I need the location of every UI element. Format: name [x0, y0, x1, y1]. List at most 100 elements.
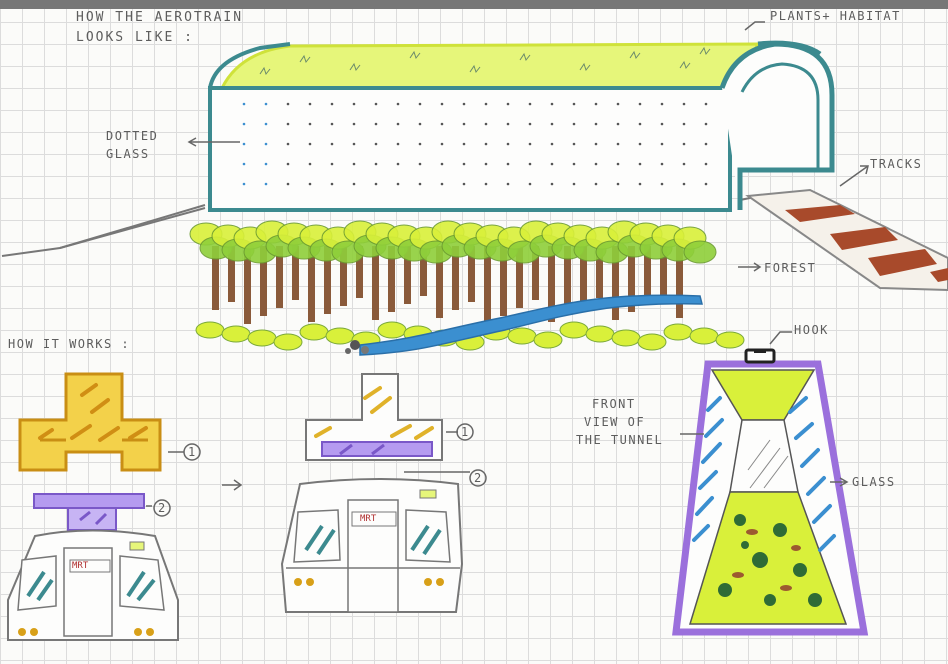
glass-dot	[309, 143, 312, 146]
glass-dot	[397, 163, 400, 166]
marker-2-stage-one: 2	[158, 500, 165, 516]
glass-dot	[331, 163, 334, 166]
glass-dot	[661, 103, 664, 106]
glass-dot	[573, 183, 576, 186]
glass-dot	[353, 123, 356, 126]
undergrowth-bush	[196, 322, 224, 338]
glass-dot	[573, 143, 576, 146]
glass-dot	[595, 163, 598, 166]
glass-dot	[639, 163, 642, 166]
label-hook: HOOK	[794, 322, 829, 338]
glass-dot	[551, 183, 554, 186]
glass-dot	[507, 103, 510, 106]
glass-dot	[353, 163, 356, 166]
glass-dot	[551, 103, 554, 106]
glass-dot	[705, 163, 708, 166]
glass-dot	[507, 183, 510, 186]
glass-dot	[331, 183, 334, 186]
glass-dot	[265, 103, 268, 106]
glass-dot	[463, 103, 466, 106]
glass-dot	[463, 183, 466, 186]
glass-dot	[331, 143, 334, 146]
glass-dot	[375, 103, 378, 106]
undergrowth-bush	[378, 322, 406, 338]
label-plants-habitat: PLANTS+ HABITAT	[770, 8, 901, 24]
glass-dot	[683, 103, 686, 106]
marker-1-stage-one: 1	[188, 444, 195, 460]
glass-dot	[529, 123, 532, 126]
glass-dot	[595, 123, 598, 126]
glass-dot	[243, 103, 246, 106]
glass-dot	[353, 103, 356, 106]
stage-one-diagram	[8, 374, 200, 640]
stage-two-diagram	[282, 374, 486, 612]
glass-dot	[573, 103, 576, 106]
glass-dot	[683, 123, 686, 126]
undergrowth-bush	[248, 330, 276, 346]
glass-dot	[309, 163, 312, 166]
glass-dot	[331, 123, 334, 126]
undergrowth-bush	[612, 330, 640, 346]
glass-dot	[705, 123, 708, 126]
glass-dot	[617, 143, 620, 146]
stage-arrow	[222, 480, 241, 490]
glass-dot	[397, 103, 400, 106]
undergrowth-bush	[664, 324, 692, 340]
glass-dot	[375, 123, 378, 126]
glass-dot	[617, 183, 620, 186]
glass-dot	[265, 143, 268, 146]
glass-dot	[617, 103, 620, 106]
glass-dot	[463, 123, 466, 126]
glass-dot	[375, 163, 378, 166]
glass-dot	[573, 163, 576, 166]
marker-2-stage-two: 2	[474, 470, 481, 486]
glass-dot	[243, 183, 246, 186]
glass-dot	[375, 183, 378, 186]
glass-dot	[485, 163, 488, 166]
undergrowth-bush	[638, 334, 666, 350]
glass-dot	[309, 183, 312, 186]
glass-dot	[419, 183, 422, 186]
glass-dot	[287, 183, 290, 186]
glass-dot	[441, 123, 444, 126]
cabin-two-sign: MRT	[360, 511, 376, 527]
glass-dot	[441, 183, 444, 186]
label-dotted-glass-1: DOTTED	[106, 128, 158, 144]
tree-canopy	[684, 241, 716, 263]
glass-dot	[265, 183, 268, 186]
glass-dot	[397, 123, 400, 126]
glass-dot	[287, 163, 290, 166]
glass-dot	[705, 143, 708, 146]
glass-dot	[551, 123, 554, 126]
glass-dot	[661, 143, 664, 146]
glass-dot	[639, 103, 642, 106]
glass-dot	[419, 163, 422, 166]
glass-dot	[287, 103, 290, 106]
glass-dot	[705, 183, 708, 186]
glass-dot	[309, 123, 312, 126]
glass-dot	[661, 163, 664, 166]
connector-purple	[34, 494, 144, 508]
undergrowth-bush	[560, 322, 588, 338]
glass-dot	[661, 183, 664, 186]
label-how-it-works: HOW IT WORKS :	[8, 336, 130, 352]
glass-dot	[375, 143, 378, 146]
glass-dot	[661, 123, 664, 126]
glass-dot	[331, 103, 334, 106]
glass-dot	[485, 123, 488, 126]
tunnel-body	[210, 43, 832, 210]
glass-dot	[243, 123, 246, 126]
undergrowth-bush	[508, 328, 536, 344]
title-line-2: LOOKS LIKE :	[76, 30, 194, 46]
glass-dot	[683, 143, 686, 146]
undergrowth-bush	[326, 328, 354, 344]
glass-dot	[551, 143, 554, 146]
glass-dot	[287, 123, 290, 126]
glass-dot	[705, 103, 708, 106]
glass-dot	[595, 183, 598, 186]
undergrowth-bush	[274, 334, 302, 350]
glass-dot	[551, 163, 554, 166]
glass-dot	[353, 183, 356, 186]
cabin-one-sign: MRT	[72, 558, 88, 574]
undergrowth-bush	[300, 324, 328, 340]
